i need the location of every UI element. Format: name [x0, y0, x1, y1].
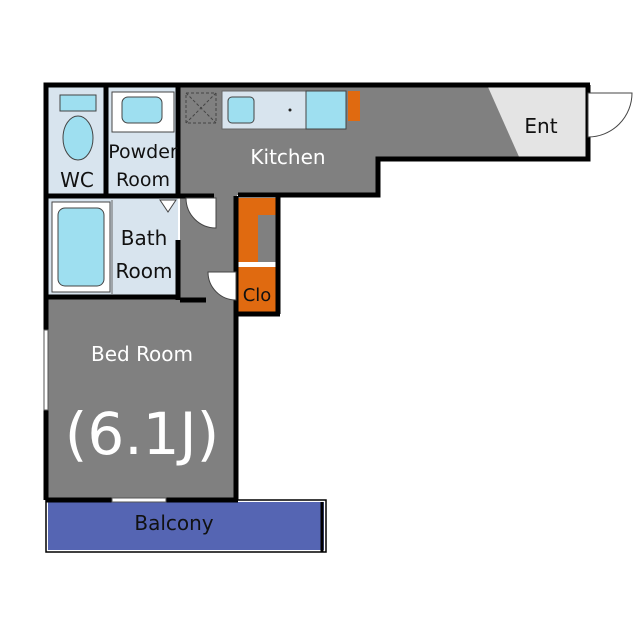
fridge-space	[185, 92, 217, 124]
closet-shelf	[258, 215, 278, 262]
balcony-window	[111, 497, 167, 503]
bed-room-floor	[48, 298, 236, 500]
washbasin-icon	[111, 91, 175, 133]
balcony-floor	[48, 502, 324, 550]
balcony-railing	[45, 499, 327, 553]
entrance-door	[587, 92, 633, 138]
closet-label: Clo	[243, 285, 272, 306]
bedroom-window	[43, 329, 49, 411]
kitchen-cabinet	[348, 91, 360, 121]
toilet-icon	[59, 94, 97, 161]
bath-room-label-1: Bath	[121, 226, 168, 250]
kitchen-label: Kitchen	[250, 145, 325, 169]
powder-room-label-1: Powder	[108, 141, 178, 163]
wc-label: WC	[60, 168, 94, 192]
kitchen-fixture	[305, 90, 347, 130]
bath-door	[159, 199, 177, 213]
entrance-floor	[488, 87, 588, 159]
bed-room-size: (6.1J)	[65, 400, 220, 468]
stove-burner	[288, 108, 292, 112]
balcony-label: Balcony	[134, 511, 213, 535]
closet-door	[207, 271, 237, 301]
bedroom-door	[185, 197, 217, 229]
entrance-label: Ent	[524, 114, 557, 138]
powder-room-label-2: Room	[116, 169, 170, 191]
bath-room-label-2: Room	[116, 259, 173, 283]
kitchen-sink	[227, 96, 255, 124]
bed-room-label: Bed Room	[91, 342, 193, 366]
closet-floor	[238, 267, 278, 312]
bathtub-icon	[51, 201, 111, 293]
